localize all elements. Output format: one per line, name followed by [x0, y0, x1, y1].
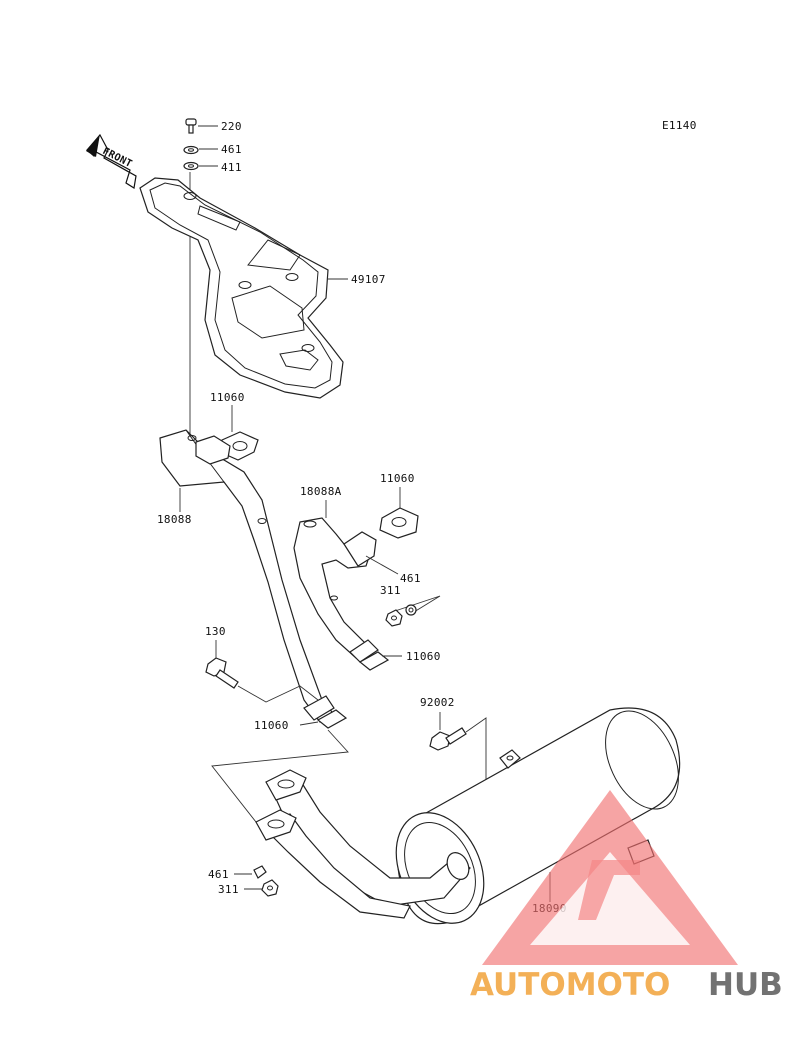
label-220: 220 [221, 120, 242, 133]
gasket-11060-front-joint [316, 709, 348, 729]
label-461-muffler: 461 [208, 868, 229, 881]
watermark-text-hub: HUB [708, 967, 783, 1003]
washer-461-rear-icon [405, 604, 417, 616]
label-49107: 49107 [351, 273, 386, 286]
washer-461-top-icon [183, 145, 199, 155]
label-11060-rear-flange: 11060 [380, 472, 415, 485]
label-18088: 18088 [157, 513, 192, 526]
front-label: FRONT [101, 146, 134, 170]
heat-guard-49107 [139, 177, 344, 399]
nut-311-rear-icon [385, 609, 403, 627]
diagram-code: E1140 [662, 119, 697, 132]
label-11060-front-joint: 11060 [254, 719, 289, 732]
label-461-top: 461 [221, 143, 242, 156]
label-461-rear: 461 [400, 572, 421, 585]
washer-461-muffler-icon [253, 865, 267, 879]
bolt-220-icon [185, 118, 197, 134]
bolt-130-icon [205, 657, 239, 689]
spacer-411-icon [183, 161, 199, 171]
muffler-inlet-pipe [255, 769, 471, 919]
gasket-11060-rear-flange [379, 507, 419, 539]
label-18088a: 18088A [300, 485, 342, 498]
watermark-text-automoto: AUTOMOTO [470, 967, 670, 1003]
label-311-muffler: 311 [218, 883, 239, 896]
gasket-11060-rear-joint [358, 651, 390, 671]
label-11060-front-flange: 11060 [210, 391, 245, 404]
front-arrow-icon: FRONT [86, 133, 137, 189]
label-311-rear: 311 [380, 584, 401, 597]
label-130: 130 [205, 625, 226, 638]
label-411: 411 [221, 161, 242, 174]
label-92002: 92002 [420, 696, 455, 709]
bolt-92002-icon [429, 727, 467, 751]
exhaust-pipe-18088a [293, 517, 379, 663]
nut-311-muffler-icon [261, 879, 279, 897]
automotohub-watermark: AUTOMOTO HUB [470, 790, 783, 1003]
label-11060-rear-joint: 11060 [406, 650, 441, 663]
